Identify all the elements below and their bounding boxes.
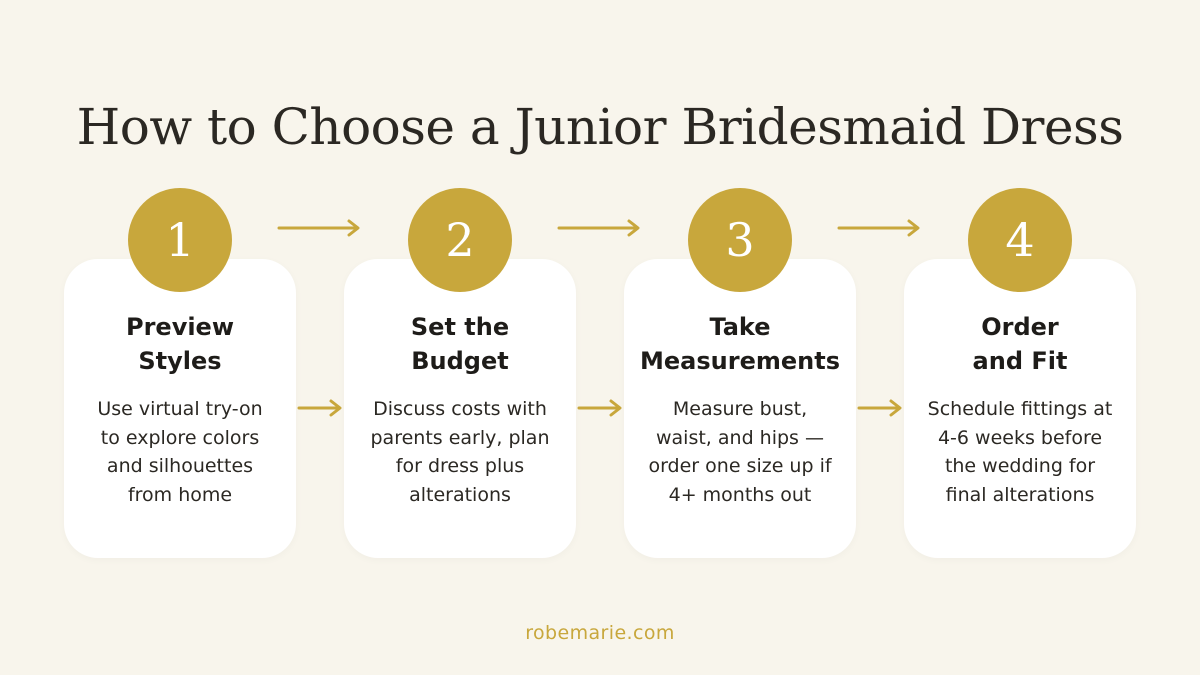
- step-description-line: 4-6 weeks before: [937, 426, 1103, 449]
- arrow-right-icon: [837, 219, 920, 237]
- step-description: Measure bust, waist, and hips — order on…: [624, 395, 856, 509]
- step-number-badge-2: 2: [408, 188, 512, 292]
- step-title-line: Preview: [125, 313, 235, 341]
- arrow-right-icon: [577, 399, 622, 417]
- step-title-line: Styles: [138, 347, 222, 375]
- step-title-line: Order: [981, 313, 1059, 341]
- step-title: Take Measurements: [624, 310, 856, 378]
- step-title: Preview Styles: [64, 310, 296, 378]
- arrow-right-icon: [277, 219, 360, 237]
- step-description: Use virtual try-on to explore colors and…: [64, 395, 296, 509]
- step-description-line: Measure bust,: [672, 398, 808, 420]
- step-title-line: and Fit: [972, 347, 1068, 375]
- step-number-badge-1: 1: [128, 188, 232, 292]
- step-description-line: alterations: [409, 483, 511, 506]
- step-description: Discuss costs with parents early, plan f…: [344, 395, 576, 509]
- step-card-4: Order and Fit Schedule fittings at 4-6 w…: [904, 259, 1136, 558]
- step-card-2: Set the Budget Discuss costs with parent…: [344, 259, 576, 558]
- step-description-line: for dress plus: [395, 455, 525, 477]
- step-description-line: 4+ months out: [668, 483, 812, 506]
- step-description-line: from home: [127, 483, 233, 506]
- step-description-line: and silhouettes: [106, 455, 254, 477]
- step-title-line: Budget: [411, 347, 509, 375]
- step-description-line: parents early, plan: [370, 426, 550, 449]
- step-card-3: Take Measurements Measure bust, waist, a…: [624, 259, 856, 558]
- step-number-badge-4: 4: [968, 188, 1072, 292]
- step-description-line: waist, and hips —: [656, 426, 824, 449]
- step-description-line: to explore colors: [100, 426, 260, 449]
- step-title-line: Set the: [410, 313, 510, 341]
- arrow-right-icon: [557, 219, 640, 237]
- site-url: robemarie.com: [525, 622, 675, 644]
- step-title-line: Take: [709, 313, 771, 341]
- step-number-badge-3: 3: [688, 188, 792, 292]
- step-description-line: final alterations: [945, 483, 1095, 506]
- step-title-line: Measurements: [640, 347, 840, 375]
- step-description-line: Schedule fittings at: [927, 398, 1113, 420]
- step-description-line: order one size up if: [648, 455, 832, 477]
- step-card-1: Preview Styles Use virtual try-on to exp…: [64, 259, 296, 558]
- page-title: How to Choose a Junior Bridesmaid Dress: [76, 97, 1124, 156]
- step-title: Order and Fit: [904, 310, 1136, 378]
- step-title: Set the Budget: [344, 310, 576, 378]
- step-description-line: Discuss costs with: [373, 398, 547, 420]
- arrow-right-icon: [297, 399, 342, 417]
- step-description: Schedule fittings at 4-6 weeks before th…: [904, 395, 1136, 509]
- step-description-line: the wedding for: [944, 455, 1096, 477]
- arrow-right-icon: [857, 399, 902, 417]
- step-description-line: Use virtual try-on: [97, 398, 263, 420]
